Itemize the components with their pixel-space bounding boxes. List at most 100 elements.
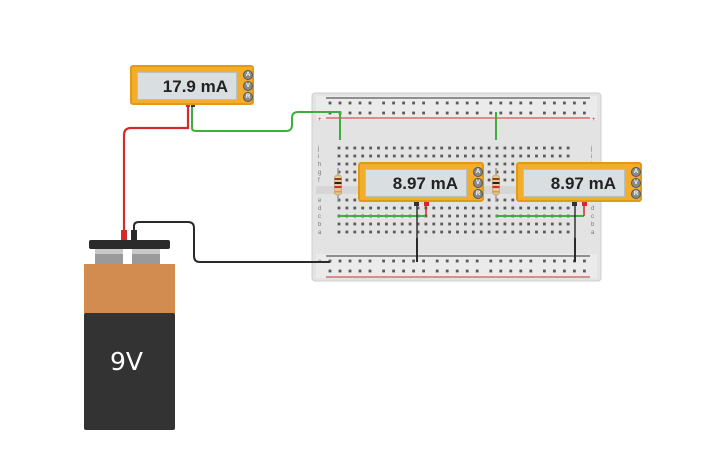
breadboard-hole[interactable] bbox=[448, 154, 451, 158]
breadboard-hole[interactable] bbox=[440, 214, 444, 218]
breadboard-hole[interactable] bbox=[353, 178, 357, 182]
meter-knob-r[interactable]: R bbox=[243, 92, 253, 102]
breadboard-hole[interactable] bbox=[550, 154, 554, 158]
breadboard-hole[interactable] bbox=[550, 146, 554, 150]
breadboard-hole[interactable] bbox=[422, 259, 425, 263]
wire-red-battery-to-meter[interactable] bbox=[122, 104, 190, 234]
breadboard-hole[interactable] bbox=[489, 101, 493, 105]
breadboard-hole[interactable] bbox=[345, 230, 349, 234]
breadboard-hole[interactable] bbox=[471, 154, 475, 158]
breadboard-hole[interactable] bbox=[455, 111, 459, 115]
breadboard-hole[interactable] bbox=[487, 198, 491, 202]
breadboard-hole[interactable] bbox=[487, 214, 491, 218]
breadboard-hole[interactable] bbox=[412, 269, 415, 273]
breadboard-hole[interactable] bbox=[369, 146, 372, 150]
breadboard-hole[interactable] bbox=[519, 230, 523, 234]
breadboard-hole[interactable] bbox=[566, 206, 570, 210]
breadboard-hole[interactable] bbox=[337, 230, 341, 234]
multimeter-branch-1[interactable]: 8.97 mA A V R bbox=[358, 162, 484, 202]
resistor-2[interactable] bbox=[492, 168, 500, 202]
breadboard-hole[interactable] bbox=[448, 146, 451, 150]
breadboard-hole[interactable] bbox=[445, 101, 449, 105]
breadboard-hole[interactable] bbox=[440, 206, 444, 210]
breadboard-hole[interactable] bbox=[338, 259, 342, 263]
breadboard-hole[interactable] bbox=[435, 101, 439, 105]
meter-knob-a[interactable]: A bbox=[473, 167, 483, 177]
breadboard-hole[interactable] bbox=[573, 111, 576, 115]
breadboard-hole[interactable] bbox=[566, 154, 570, 158]
breadboard-hole[interactable] bbox=[456, 230, 459, 234]
breadboard-hole[interactable] bbox=[385, 154, 388, 158]
breadboard-hole[interactable] bbox=[456, 146, 459, 150]
breadboard-hole[interactable] bbox=[509, 111, 513, 115]
breadboard-hole[interactable] bbox=[422, 269, 425, 273]
breadboard-hole[interactable] bbox=[475, 269, 479, 273]
breadboard-hole[interactable] bbox=[440, 154, 444, 158]
breadboard-hole[interactable] bbox=[465, 269, 469, 273]
breadboard-hole[interactable] bbox=[424, 230, 428, 234]
breadboard-hole[interactable] bbox=[348, 101, 352, 105]
breadboard-hole[interactable] bbox=[368, 259, 372, 263]
breadboard-hole[interactable] bbox=[424, 146, 428, 150]
breadboard-hole[interactable] bbox=[487, 170, 491, 174]
breadboard-hole[interactable] bbox=[422, 111, 425, 115]
breadboard-hole[interactable] bbox=[400, 146, 404, 150]
breadboard-hole[interactable] bbox=[369, 230, 372, 234]
breadboard-hole[interactable] bbox=[558, 154, 562, 158]
breadboard-hole[interactable] bbox=[455, 101, 459, 105]
breadboard-hole[interactable] bbox=[345, 154, 349, 158]
breadboard-hole[interactable] bbox=[377, 206, 380, 210]
breadboard-hole[interactable] bbox=[511, 154, 515, 158]
breadboard-hole[interactable] bbox=[509, 269, 513, 273]
breadboard-hole[interactable] bbox=[489, 259, 493, 263]
breadboard-hole[interactable] bbox=[328, 269, 332, 273]
breadboard-hole[interactable] bbox=[503, 230, 507, 234]
breadboard-hole[interactable] bbox=[445, 111, 449, 115]
breadboard-hole[interactable] bbox=[529, 111, 533, 115]
breadboard-hole[interactable] bbox=[495, 154, 499, 158]
breadboard-hole[interactable] bbox=[402, 269, 405, 273]
breadboard-hole[interactable] bbox=[566, 222, 570, 226]
breadboard-hole[interactable] bbox=[353, 170, 357, 174]
breadboard-hole[interactable] bbox=[519, 154, 523, 158]
breadboard-hole[interactable] bbox=[440, 230, 444, 234]
breadboard-hole[interactable] bbox=[489, 111, 493, 115]
breadboard-hole[interactable] bbox=[337, 198, 341, 202]
meter-knob-r[interactable]: R bbox=[631, 189, 641, 199]
breadboard-hole[interactable] bbox=[424, 154, 428, 158]
breadboard-hole[interactable] bbox=[392, 259, 395, 263]
breadboard-hole[interactable] bbox=[543, 111, 546, 115]
breadboard-hole[interactable] bbox=[361, 230, 365, 234]
breadboard-hole[interactable] bbox=[392, 222, 396, 226]
breadboard-hole[interactable] bbox=[553, 269, 556, 273]
breadboard-hole[interactable] bbox=[535, 222, 538, 226]
wire-green-meter-to-rail[interactable] bbox=[191, 104, 341, 140]
breadboard-hole[interactable] bbox=[432, 230, 436, 234]
breadboard-hole[interactable] bbox=[479, 206, 483, 210]
breadboard-hole[interactable] bbox=[328, 101, 332, 105]
breadboard-hole[interactable] bbox=[566, 230, 570, 234]
breadboard-hole[interactable] bbox=[402, 111, 405, 115]
breadboard-hole[interactable] bbox=[464, 230, 467, 234]
breadboard-hole[interactable] bbox=[583, 259, 586, 263]
battery[interactable] bbox=[84, 230, 175, 430]
breadboard-hole[interactable] bbox=[535, 146, 538, 150]
breadboard-hole[interactable] bbox=[479, 146, 483, 150]
breadboard-hole[interactable] bbox=[358, 259, 362, 263]
breadboard-hole[interactable] bbox=[511, 206, 515, 210]
breadboard-hole[interactable] bbox=[408, 206, 412, 210]
breadboard-hole[interactable] bbox=[385, 222, 388, 226]
breadboard-hole[interactable] bbox=[382, 259, 385, 263]
breadboard-hole[interactable] bbox=[479, 230, 483, 234]
breadboard-hole[interactable] bbox=[392, 146, 396, 150]
breadboard-hole[interactable] bbox=[543, 154, 546, 158]
breadboard-hole[interactable] bbox=[416, 222, 420, 226]
breadboard-hole[interactable] bbox=[337, 206, 341, 210]
breadboard-hole[interactable] bbox=[392, 154, 396, 158]
breadboard-hole[interactable] bbox=[465, 259, 469, 263]
breadboard-hole[interactable] bbox=[471, 214, 475, 218]
breadboard-hole[interactable] bbox=[338, 269, 342, 273]
breadboard-hole[interactable] bbox=[566, 146, 570, 150]
breadboard-hole[interactable] bbox=[402, 259, 405, 263]
breadboard-hole[interactable] bbox=[475, 259, 479, 263]
